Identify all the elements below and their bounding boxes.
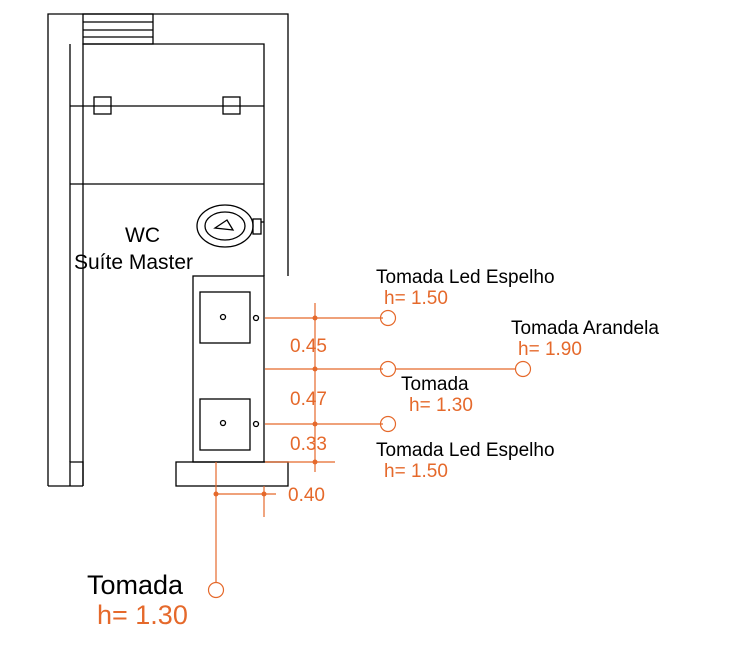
outlet-led-mirror-bottom-label: Tomada Led Espelho <box>376 440 555 461</box>
toilet-icon <box>196 204 264 248</box>
outlet-led-mirror-top-height: h= 1.50 <box>384 288 448 309</box>
outlet-led-mirror-bottom-symbol <box>379 415 397 433</box>
outlet-led-mirror-top-symbol <box>379 309 397 327</box>
outlet-bottom-symbol <box>207 581 225 599</box>
room-name: WC <box>125 224 160 247</box>
outlet-arandela-label: Tomada Arandela <box>511 318 659 339</box>
shower-area <box>69 44 264 462</box>
dimension-2: 0.47 <box>290 389 327 410</box>
vanity-counter <box>175 275 289 487</box>
dimension-line-horizontal <box>213 462 276 583</box>
dimension-1: 0.45 <box>290 336 327 357</box>
outlet-led-mirror-bottom-height: h= 1.50 <box>384 461 448 482</box>
outlet-arandela-height: h= 1.90 <box>518 339 582 360</box>
window <box>82 13 154 45</box>
outlet-arandela-symbol <box>514 360 532 378</box>
outlet-led-mirror-top-label: Tomada Led Espelho <box>376 267 555 288</box>
outlet-middle-label: Tomada <box>401 374 469 395</box>
dimension-line-vertical <box>265 303 383 472</box>
outlet-bottom-height: h= 1.30 <box>97 600 188 630</box>
room-walls <box>47 13 289 487</box>
room-subtitle: Suíte Master <box>74 251 193 274</box>
outlet-middle-height: h= 1.30 <box>409 395 473 416</box>
dimension-4: 0.40 <box>288 485 325 506</box>
dimension-3: 0.33 <box>290 434 327 455</box>
outlet-bottom-label: Tomada <box>87 570 184 600</box>
